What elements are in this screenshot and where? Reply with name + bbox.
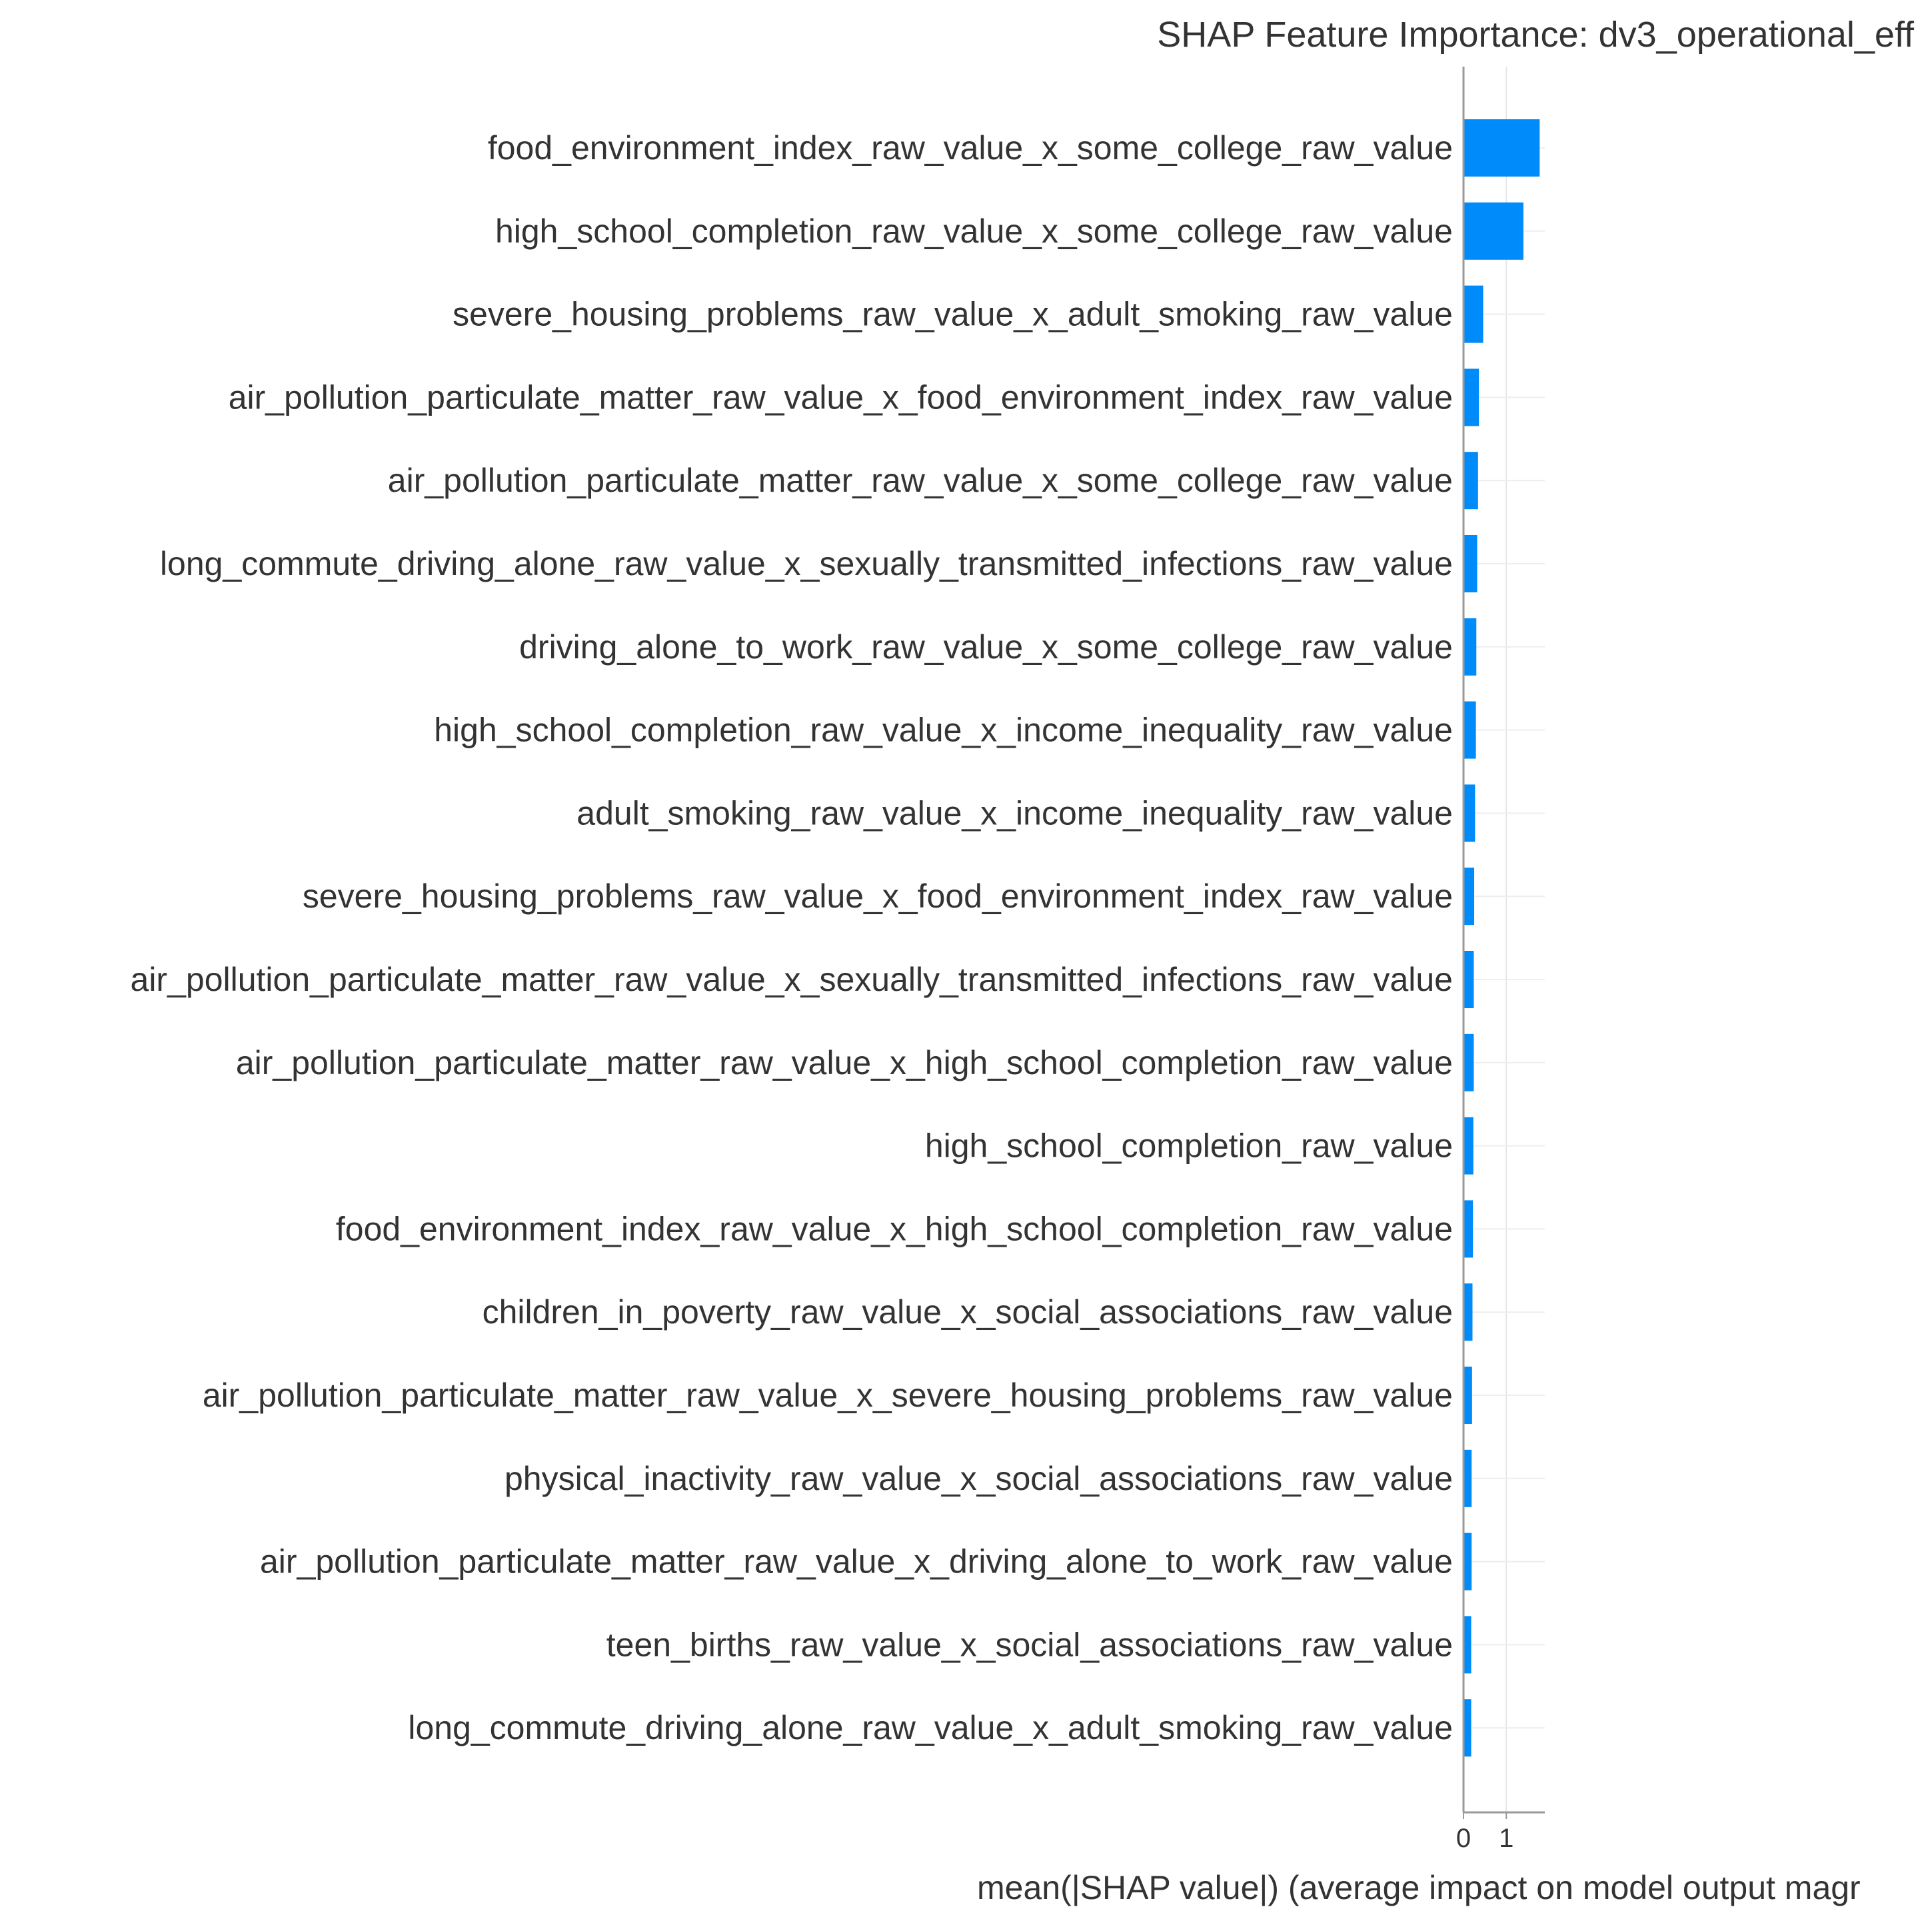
feature-label-16: air_pollution_particulate_matter_raw_val… <box>203 1377 1453 1414</box>
x-tick-label: 0 <box>1456 1824 1471 1853</box>
feature-label-14: food_environment_index_raw_value_x_high_… <box>336 1210 1453 1247</box>
feature-label-5: air_pollution_particulate_matter_raw_val… <box>388 462 1453 499</box>
feature-label-19: teen_births_raw_value_x_social_associati… <box>606 1626 1453 1663</box>
feature-label-1: food_environment_index_raw_value_x_some_… <box>488 129 1453 167</box>
bar-2 <box>1463 202 1523 260</box>
bar-5 <box>1463 452 1478 510</box>
feature-label-17: physical_inactivity_raw_value_x_social_a… <box>504 1460 1453 1497</box>
feature-label-3: severe_housing_problems_raw_value_x_adul… <box>453 296 1453 333</box>
bar-3 <box>1463 285 1483 343</box>
feature-label-20: long_commute_driving_alone_raw_value_x_a… <box>408 1709 1453 1746</box>
bar-8 <box>1463 701 1476 759</box>
chart-title: SHAP Feature Importance: dv3_operational… <box>1157 15 1915 55</box>
bar-12 <box>1463 1033 1474 1091</box>
bar-16 <box>1463 1367 1472 1424</box>
bar-1 <box>1463 119 1540 177</box>
feature-label-6: long_commute_driving_alone_raw_value_x_s… <box>160 545 1453 582</box>
feature-label-8: high_school_completion_raw_value_x_incom… <box>434 712 1453 749</box>
bar-15 <box>1463 1283 1473 1341</box>
bar-4 <box>1463 368 1479 426</box>
feature-label-4: air_pollution_particulate_matter_raw_val… <box>229 378 1453 416</box>
feature-label-13: high_school_completion_raw_value <box>925 1127 1453 1165</box>
bar-17 <box>1463 1449 1472 1507</box>
bar-9 <box>1463 784 1475 842</box>
feature-label-10: severe_housing_problems_raw_value_x_food… <box>303 878 1453 915</box>
feature-label-18: air_pollution_particulate_matter_raw_val… <box>260 1543 1453 1581</box>
feature-label-layer: food_environment_index_raw_value_x_some_… <box>131 129 1453 1746</box>
bar-7 <box>1463 618 1477 676</box>
feature-label-2: high_school_completion_raw_value_x_some_… <box>495 213 1453 250</box>
feature-label-9: adult_smoking_raw_value_x_income_inequal… <box>576 794 1453 832</box>
bar-layer <box>1463 119 1540 1757</box>
bar-19 <box>1463 1616 1471 1674</box>
feature-label-12: air_pollution_particulate_matter_raw_val… <box>236 1044 1453 1081</box>
bar-20 <box>1463 1699 1471 1757</box>
bar-13 <box>1463 1117 1473 1175</box>
feature-label-7: driving_alone_to_work_raw_value_x_some_c… <box>519 628 1453 666</box>
feature-label-15: children_in_poverty_raw_value_x_social_a… <box>483 1293 1453 1331</box>
bar-6 <box>1463 535 1477 592</box>
bar-18 <box>1463 1533 1472 1591</box>
x-tick-label: 1 <box>1499 1824 1513 1853</box>
x-axis-title: mean(|SHAP value|) (average impact on mo… <box>977 1869 1861 1906</box>
bar-14 <box>1463 1200 1473 1258</box>
bar-11 <box>1463 951 1474 1008</box>
bar-10 <box>1463 868 1475 926</box>
feature-label-11: air_pollution_particulate_matter_raw_val… <box>131 961 1453 998</box>
